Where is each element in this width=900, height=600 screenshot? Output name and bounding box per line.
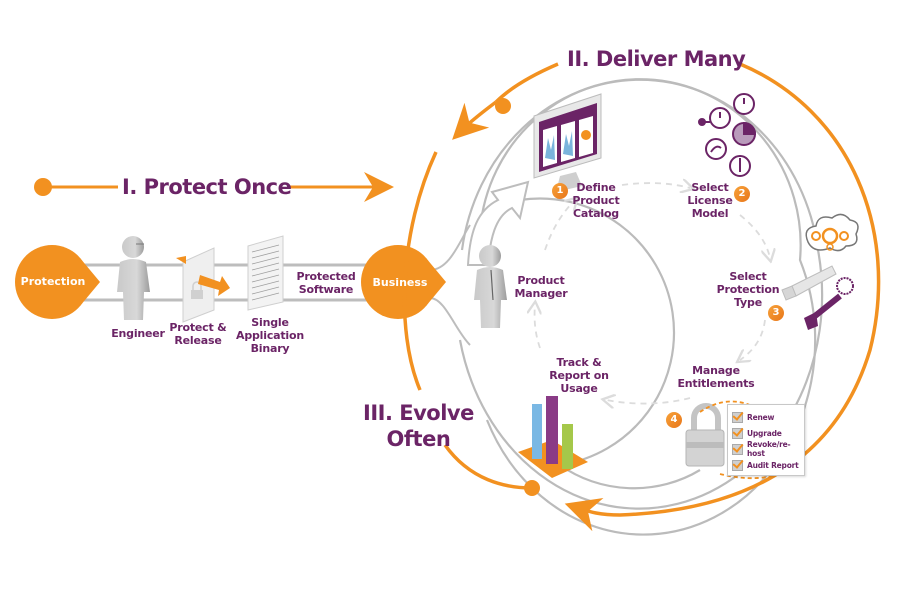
step-4-badge: 4: [666, 412, 682, 428]
step-1-badge: 1: [552, 183, 568, 199]
cloud-gears-icon: [805, 213, 859, 252]
checklist-item: Audit Report: [732, 457, 804, 473]
phase-deliver-many: II. Deliver Many: [567, 47, 746, 71]
checkbox-checked-icon: [732, 443, 743, 455]
checkbox-checked-icon: [732, 411, 743, 423]
binary-document-icon: [247, 235, 284, 311]
evolve-dot: [524, 480, 540, 496]
phase-evolve-often: III. Evolve Often: [363, 401, 474, 451]
deliver-dot: [495, 98, 511, 114]
protect-document-icon: [176, 247, 230, 323]
monitor-catalog-icon: [533, 93, 602, 192]
padlock-icon: [685, 403, 725, 467]
product-manager-label: Product Manager: [514, 274, 568, 300]
dashed-cycle-loop: [535, 183, 770, 403]
checklist-item: Renew: [732, 409, 804, 425]
business-label: Business: [372, 276, 428, 289]
checkbox-checked-icon: [732, 427, 743, 439]
step-1-label: Define Product Catalog: [572, 181, 620, 220]
protect-once-line: [34, 172, 394, 202]
protected-software-label: Protected Software: [296, 270, 356, 296]
manager-figure-icon: [474, 245, 507, 328]
step-3-badge: 3: [768, 305, 784, 321]
orange-cycle-arcs: [402, 62, 881, 532]
key-icon: [804, 277, 854, 330]
checklist-item-label: Upgrade: [747, 428, 782, 438]
step-3-label: Select Protection Type: [716, 270, 780, 309]
step-2-badge: 2: [734, 186, 750, 202]
engineer-figure-icon: [117, 236, 150, 320]
step-4-label: Manage Entitlements: [677, 364, 755, 390]
usb-dongle-icon: [781, 265, 837, 301]
entitlement-checklist: Renew Upgrade Revoke/re-host Audit Repor…: [727, 404, 805, 476]
business-node: [361, 245, 446, 319]
engineer-label: Engineer: [111, 327, 165, 340]
protect-release-label: Protect & Release: [169, 321, 227, 347]
single-binary-label: Single Application Binary: [236, 316, 304, 355]
phase-protect-once: I. Protect Once: [122, 175, 292, 199]
checklist-item-label: Renew: [747, 412, 775, 422]
checklist-item-label: Audit Report: [747, 460, 799, 470]
step-2-label: Select License Model: [687, 181, 733, 220]
checkbox-checked-icon: [732, 459, 743, 471]
bar-chart-icon: [518, 396, 588, 478]
protection-node: [15, 245, 100, 319]
checklist-item: Revoke/re-host: [732, 440, 804, 458]
growth-arrow-icon: [466, 180, 530, 266]
checklist-item: Upgrade: [732, 425, 804, 441]
step-5-label: Track & Report on Usage: [549, 356, 609, 395]
protection-label: Protection: [20, 275, 86, 288]
license-model-icons: [698, 93, 757, 177]
checklist-item-label: Revoke/re-host: [747, 440, 791, 458]
